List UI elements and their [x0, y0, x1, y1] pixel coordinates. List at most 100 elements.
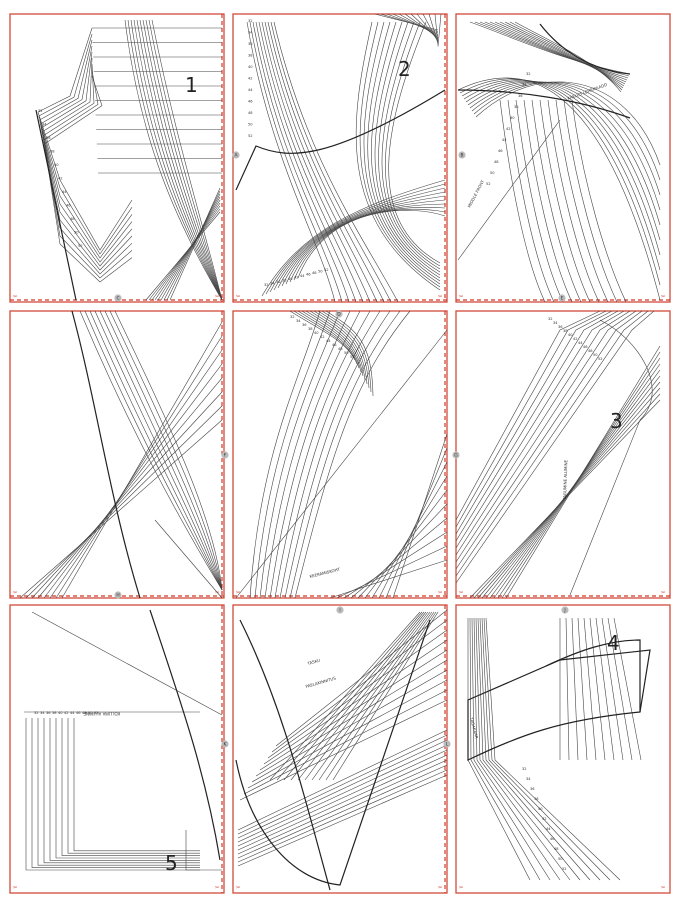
yoke-curve — [489, 21, 627, 83]
size-label: 50 — [318, 270, 323, 274]
cuff-piece — [467, 649, 651, 761]
size-label: 40 — [538, 807, 543, 811]
panel-grade — [284, 310, 391, 599]
grading-curve — [151, 19, 223, 301]
chevron-grade — [455, 310, 655, 584]
diagonal-grade — [37, 377, 223, 599]
registration-mark — [443, 740, 451, 748]
cuff-grade — [481, 617, 601, 881]
piece-label: KEERAMISKOHT — [309, 566, 341, 579]
sleeve-cap — [463, 80, 661, 256]
size-label: 34 — [40, 711, 45, 715]
size-outline — [43, 69, 133, 279]
pocket-curve — [297, 310, 360, 369]
registration-letter: C — [116, 296, 119, 302]
pocket-curve — [301, 310, 362, 373]
pattern-outlines — [35, 23, 651, 891]
sleeve-curve — [264, 21, 378, 303]
page-tile — [232, 13, 448, 303]
facing-grade — [49, 718, 200, 861]
size-label: 44 — [546, 827, 551, 831]
size-label: 38 — [282, 279, 287, 283]
sleeve-curve — [252, 21, 350, 303]
size-label: 46 — [550, 837, 555, 841]
scissor-mark: ✂ — [236, 590, 240, 596]
panel-curve — [563, 99, 618, 303]
dart-line — [154, 519, 223, 599]
size-label: 40 — [568, 333, 573, 337]
front-edge — [149, 609, 221, 861]
size-label: 52 — [486, 182, 491, 186]
page-tile — [455, 310, 671, 599]
yoke-curve — [499, 21, 625, 87]
facing-grade — [25, 718, 200, 871]
pocket-curve — [293, 310, 358, 365]
belt-grade — [243, 689, 448, 795]
piece-number: 5 — [165, 851, 178, 875]
sleeve-cap — [459, 78, 661, 286]
chevron-grade — [455, 310, 613, 535]
page-tile — [9, 310, 225, 599]
size-label: 42 — [573, 337, 578, 341]
piece-label: PAELAKINNITUS — [305, 675, 337, 689]
piece-number: 2 — [398, 57, 411, 81]
scissor-mark: ✂ — [661, 885, 665, 891]
size-label: 38 — [514, 105, 519, 109]
belt-grade — [237, 764, 448, 859]
registration-mark — [114, 591, 122, 599]
sleeve-curve — [273, 21, 399, 303]
cuff-grade — [607, 617, 633, 761]
shoulder-line — [422, 13, 439, 43]
registration-letter: B — [460, 153, 463, 159]
size-label: 36 — [276, 280, 281, 284]
panel-curve — [531, 99, 582, 303]
size-label: 50 — [74, 231, 79, 235]
yoke-curve — [514, 21, 622, 93]
cuff-grade — [589, 617, 606, 761]
piece-label: TASKU — [306, 658, 321, 667]
belt-grade — [237, 759, 448, 855]
yoke-curve — [484, 21, 628, 81]
side-seam-grade — [84, 310, 223, 591]
panel-grade — [269, 310, 361, 599]
registration-mark — [335, 310, 343, 318]
grading-curve — [127, 19, 223, 301]
size-label: 52 — [350, 355, 355, 359]
belt-grade — [267, 629, 448, 759]
size-label: 36 — [46, 136, 51, 140]
size-label: 44 — [70, 711, 75, 715]
scissor-mark: ✂ — [236, 294, 240, 300]
armhole-curve — [371, 21, 441, 279]
sleeve-cap — [473, 82, 661, 181]
panel-curve — [547, 99, 600, 303]
registration-letter: F — [224, 453, 227, 459]
sleeve-curve — [267, 21, 385, 303]
armhole-curve — [381, 21, 441, 270]
size-label: 32 — [526, 72, 531, 76]
panel-curve — [523, 99, 573, 303]
size-label: 36 — [530, 787, 535, 791]
hem-curve — [265, 183, 446, 295]
pocket-curve — [313, 310, 368, 385]
size-label: 48 — [588, 349, 593, 353]
facing-grade — [43, 718, 200, 864]
panel-grade — [279, 310, 381, 599]
neckline — [235, 89, 446, 191]
size-label: 40 — [288, 277, 293, 281]
panel-grade — [249, 310, 321, 599]
piece-label: TAGAKAAR — [469, 716, 480, 739]
cuff-grade — [471, 617, 551, 881]
sleeve-curve — [261, 21, 371, 303]
yoke-curve — [469, 21, 631, 75]
piece-number: 4 — [607, 631, 620, 655]
size-label: 42 — [248, 77, 253, 81]
diagonal-grade — [19, 419, 223, 599]
diagonal-guide — [31, 611, 223, 716]
size-label: 52 — [248, 134, 253, 138]
facing-grade — [55, 718, 200, 859]
hem-curve — [285, 203, 446, 285]
size-label: 52 — [562, 867, 567, 871]
size-label: 40 — [58, 711, 63, 715]
